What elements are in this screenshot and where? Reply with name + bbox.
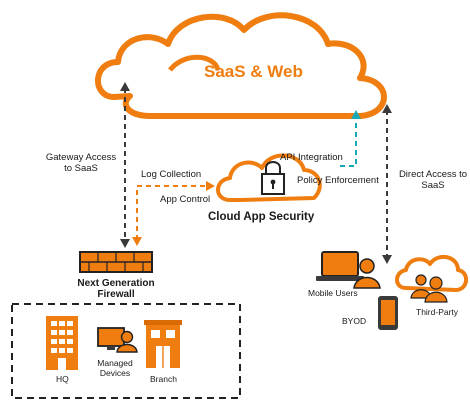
people-cloud-icon [395, 254, 468, 303]
direct-access-line-1: Direct Access to [398, 169, 468, 180]
ngfw-line-2: Firewall [97, 289, 135, 300]
ngfw-line-1: Next Generation [77, 278, 155, 289]
gateway-access-line-1: Gateway Access [45, 152, 117, 163]
hq-label: HQ [56, 374, 69, 384]
office-group-box [11, 303, 241, 399]
saas-web-title: SaaS & Web [204, 62, 303, 81]
branch-label: Branch [150, 374, 177, 384]
app-control-label: App Control [160, 194, 211, 205]
connector-lines [124, 88, 388, 258]
direct-access-line-2: SaaS [421, 180, 445, 191]
mobile-users-label: Mobile Users [308, 288, 358, 298]
managed-devices-line-2: Devices [99, 368, 131, 378]
gateway-access-line-2: to SaaS [64, 163, 98, 174]
phone-icon [378, 296, 398, 330]
computer-user-icon [97, 327, 138, 353]
ngfw-label: Next Generation Firewall [66, 278, 166, 300]
laptop-user-icon [316, 251, 381, 289]
managed-devices-line-1: Managed [97, 358, 133, 368]
branch-building-icon [144, 320, 182, 368]
log-collection-label: Log Collection [141, 169, 202, 180]
managed-devices-label: Managed Devices [94, 358, 136, 378]
lock-icon [261, 161, 285, 195]
byod-label: BYOD [342, 316, 367, 326]
direct-access-label: Direct Access to SaaS [396, 169, 470, 191]
log-collection-arrow [136, 185, 208, 240]
third-party-label: Third-Party [416, 307, 459, 317]
firewall-icon [79, 251, 153, 273]
cloud-app-security-label: Cloud App Security [208, 211, 315, 223]
saas-cloud-icon [95, 12, 387, 119]
building-icon [46, 316, 78, 370]
api-integration-arrow [340, 118, 357, 167]
policy-enforcement-label: Policy Enforcement [297, 175, 379, 186]
arrowheads [120, 82, 392, 264]
gateway-access-label: Gateway Access to SaaS [40, 152, 122, 174]
api-integration-label: API Integration [280, 152, 343, 163]
